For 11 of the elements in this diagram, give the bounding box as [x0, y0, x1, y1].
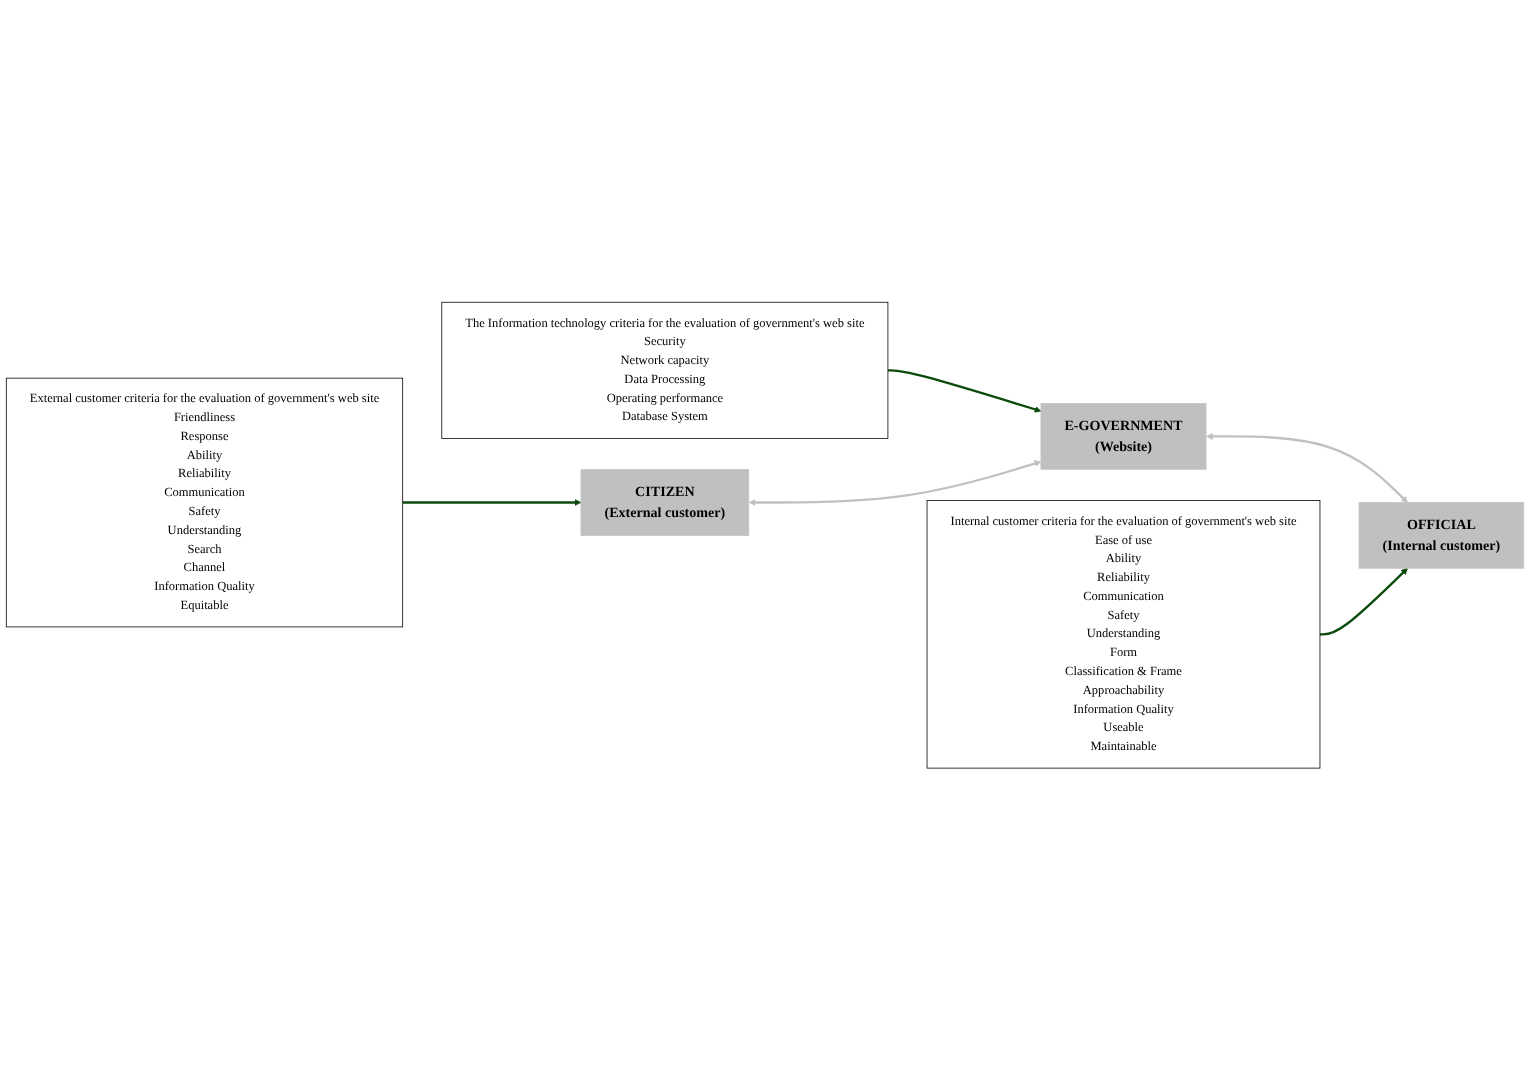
node-box — [1358, 502, 1525, 570]
node-box — [1040, 404, 1207, 471]
arrow — [887, 369, 1042, 414]
arrow — [402, 499, 582, 507]
node-box — [926, 501, 1321, 770]
node-box — [441, 302, 889, 440]
node-box — [5, 378, 404, 629]
arrow — [748, 461, 1042, 507]
arrow — [1206, 433, 1408, 504]
node-box — [580, 470, 750, 537]
arrow — [1319, 568, 1408, 637]
